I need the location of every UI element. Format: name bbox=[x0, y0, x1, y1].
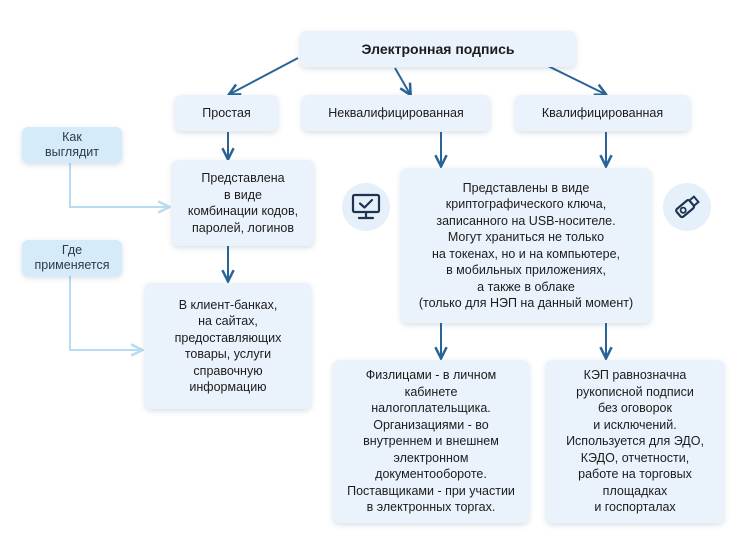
unqualified-usage-box: Физлицами - в личном кабинете налогоплат… bbox=[333, 360, 529, 523]
qualified-usage-box: КЭП равнозначна рукописной подписи без о… bbox=[546, 360, 724, 523]
type-simple-box: Простая bbox=[175, 95, 278, 131]
connector-appearance bbox=[69, 163, 168, 207]
key-appearance-box: Представлены в виде криптографического к… bbox=[401, 168, 651, 323]
qualified-usage-text: КЭП равнозначна рукописной подписи без о… bbox=[566, 368, 704, 515]
simple-appearance-text: Представлена в виде комбинации кодов, па… bbox=[187, 171, 299, 235]
side-label-usage-box: Где применяется bbox=[22, 240, 122, 276]
side-label-appearance-box: Как выглядит bbox=[22, 127, 122, 163]
usb-key-icon bbox=[663, 183, 711, 231]
type-unqualified-box: Неквалифицированная bbox=[302, 95, 490, 131]
root-box: Электронная подпись bbox=[300, 31, 576, 67]
key-appearance-text: Представлены в виде криптографического к… bbox=[418, 180, 634, 311]
type-qualified-box: Квалифицированная bbox=[515, 95, 690, 131]
side-label-appearance: Как выглядит bbox=[45, 130, 99, 159]
unqualified-usage-text: Физлицами - в личном кабинете налогоплат… bbox=[347, 368, 515, 515]
simple-appearance-box: Представлена в виде комбинации кодов, па… bbox=[172, 160, 314, 246]
monitor-check-icon bbox=[342, 183, 390, 231]
simple-usage-text: В клиент-банках, на сайтах, предоставляю… bbox=[174, 297, 282, 395]
simple-usage-box: В клиент-банках, на сайтах, предоставляю… bbox=[145, 283, 311, 409]
type-simple-label: Простая bbox=[202, 105, 251, 120]
type-qualified-label: Квалифицированная bbox=[541, 105, 664, 120]
type-unqualified-label: Неквалифицированная bbox=[328, 105, 464, 120]
arrow-root-simple bbox=[230, 57, 299, 94]
side-label-usage: Где применяется bbox=[34, 243, 110, 272]
arrow-root-unqualified bbox=[394, 67, 410, 94]
arrow-root-qualified bbox=[547, 65, 605, 94]
root-label: Электронная подпись bbox=[361, 40, 515, 57]
connector-usage bbox=[69, 276, 141, 350]
